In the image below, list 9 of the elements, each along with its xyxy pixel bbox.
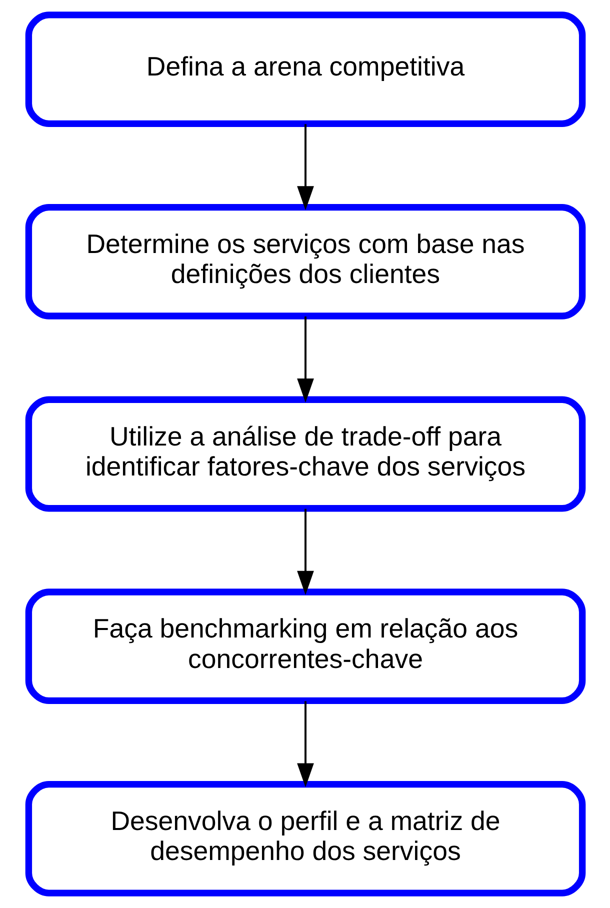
node-box: Utilize a análise de trade-off para identificar fatores-chave dos serviços	[24, 396, 586, 512]
arrow	[296, 316, 314, 403]
arrow	[296, 701, 314, 788]
node-box: Defina a arena competitiva	[24, 12, 586, 128]
node-box: Faça benchmarking em relação aos concorrentes-chave	[24, 588, 586, 704]
arrow	[296, 124, 314, 210]
node-box: Determine os serviços com base nas definições dos clientes	[24, 204, 586, 320]
arrow	[296, 508, 314, 595]
node-box: Desenvolva o perfil e a matriz de desempenho dos serviços	[24, 780, 586, 896]
